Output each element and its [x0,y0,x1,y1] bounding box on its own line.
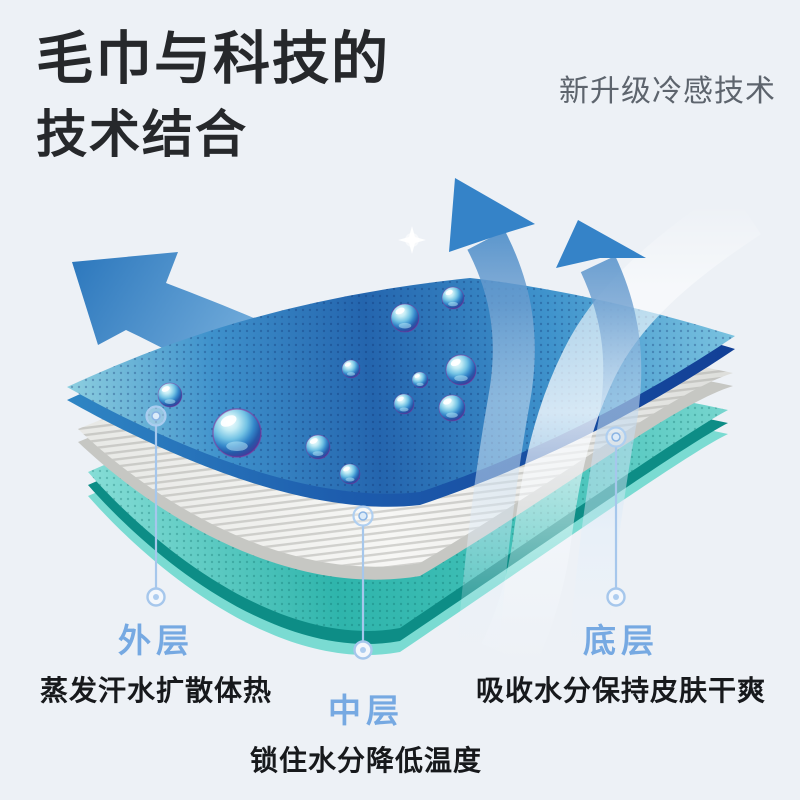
airflow-arrow-1 [449,178,535,650]
bottom-layer-description: 吸收水分保持皮肤干爽 [475,675,767,706]
callout-middle-layer: 中层 锁住水分降低温度 [250,684,482,779]
middle-layer-label: 中层 [327,692,404,729]
callout-bottom-layer: 底层 吸收水分保持皮肤干爽 [476,614,766,709]
title-line-1: 毛巾与科技的 [36,27,390,91]
airflow-band [481,185,761,669]
page-title: 毛巾与科技的 技术结合 [36,26,390,165]
title-line-2: 技术结合 [36,106,249,164]
callout-outer-layer: 外层 蒸发汗水扩散体热 [40,614,272,709]
leader-middle-layer [352,505,374,660]
sparkle-icon [398,226,426,254]
leader-outer-layer [145,405,167,607]
tagline: 新升级冷感技术 [559,75,776,108]
outer-layer-description: 蒸发汗水扩散体热 [39,675,273,706]
leader-bottom-layer [605,426,627,607]
middle-layer-description: 锁住水分降低温度 [249,745,483,776]
bottom-layer-label: 底层 [582,622,659,659]
outer-layer-label: 外层 [117,622,194,659]
